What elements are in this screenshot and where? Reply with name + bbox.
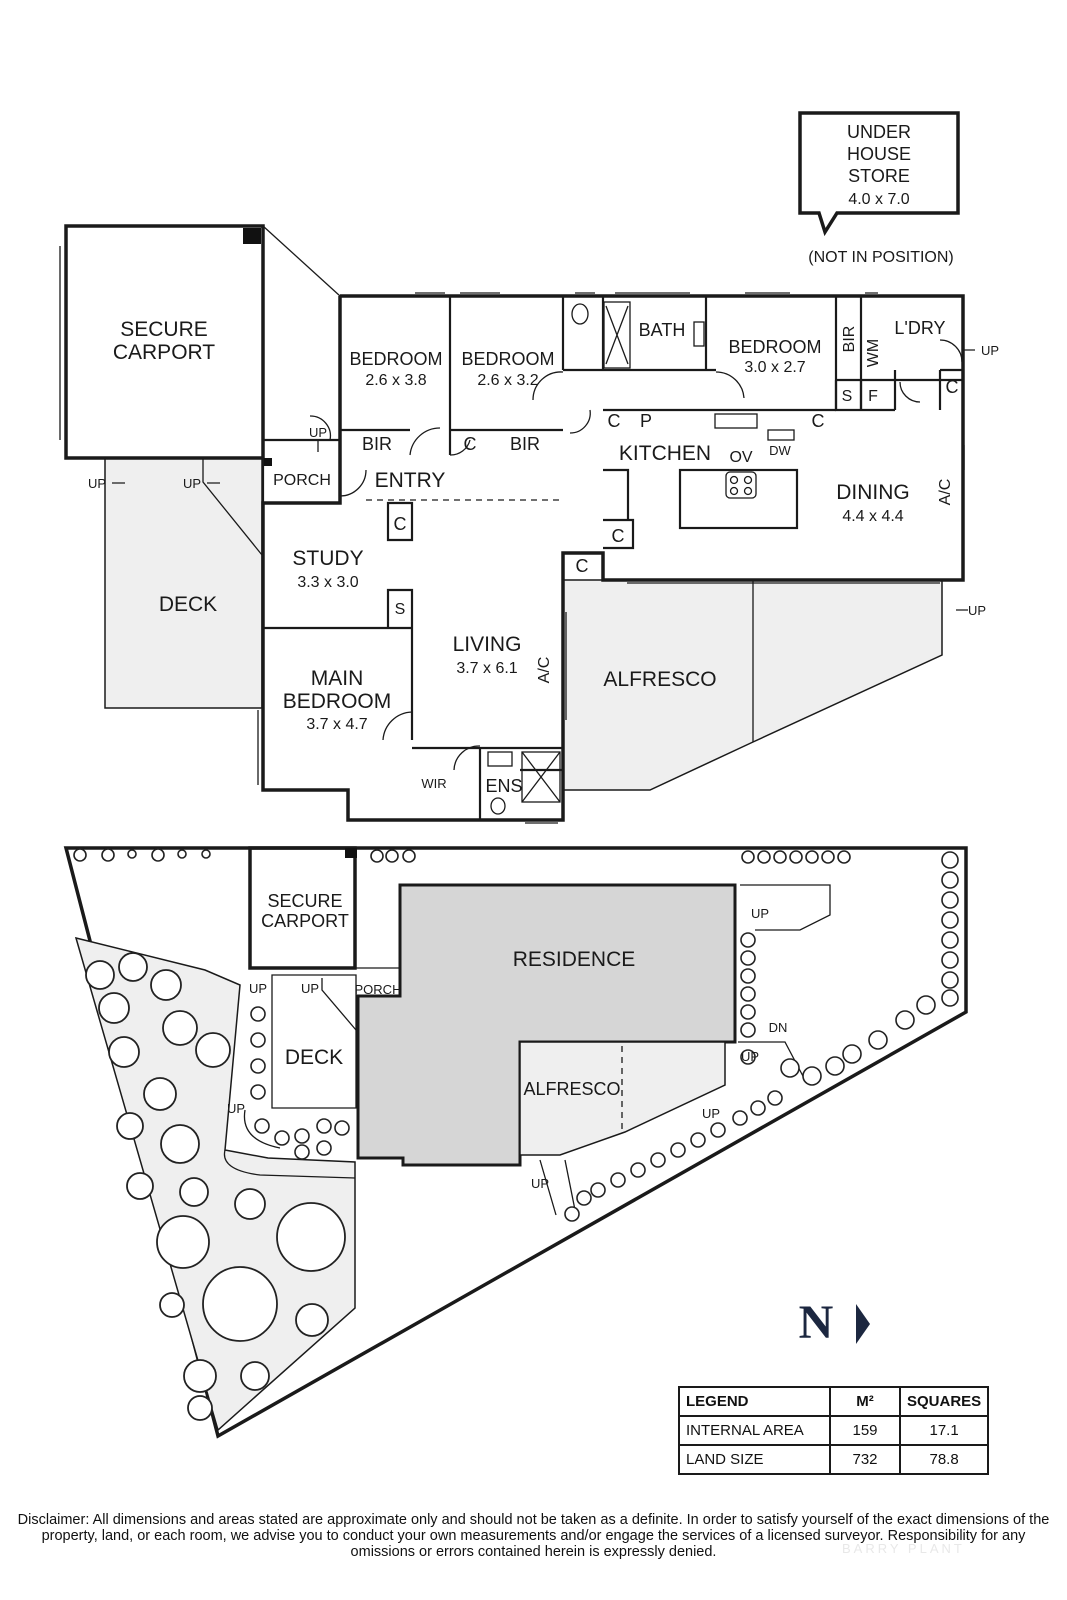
carport-label-2: CARPORT xyxy=(113,341,215,364)
storage-label: S xyxy=(395,601,406,618)
cupboard-label-1: C xyxy=(464,434,477,454)
study-size: 3.3 x 3.0 xyxy=(297,574,358,591)
cupboard-label-6: C xyxy=(576,556,589,576)
laundry-label: L'DRY xyxy=(894,318,945,338)
wir-label: WIR xyxy=(421,776,446,791)
legend-row-m2: 732 xyxy=(829,1444,901,1475)
legend-header-row: LEGEND M² SQUARES xyxy=(678,1386,990,1417)
legend-row-squares: 17.1 xyxy=(898,1415,990,1446)
store-label-3: STORE xyxy=(848,166,910,186)
site-dn: DN xyxy=(769,1020,788,1035)
cupboard-label-2: C xyxy=(394,514,407,534)
site-up-7: UP xyxy=(531,1176,549,1191)
up-label-1: UP xyxy=(88,476,106,491)
under-house-store: UNDER HOUSE STORE 4.0 x 7.0 (NOT IN POSI… xyxy=(798,111,960,266)
legend-row-label: LAND SIZE xyxy=(678,1444,831,1475)
dining-name: DINING xyxy=(836,481,910,504)
cupboard-label-5: C xyxy=(612,526,625,546)
site-carport-label-2: CARPORT xyxy=(261,911,349,931)
shrub-row-right xyxy=(740,851,959,1086)
bath-label: BATH xyxy=(639,320,686,340)
ac-label-2: A/C xyxy=(536,657,553,684)
bedroom-2-size: 2.6 x 3.2 xyxy=(477,372,538,389)
north-label: N xyxy=(799,1296,834,1349)
ens-label: ENS xyxy=(485,776,522,796)
site-deck-label: DECK xyxy=(285,1046,343,1069)
wm-label: WM xyxy=(865,339,882,367)
dining-size: 4.4 x 4.4 xyxy=(842,508,903,525)
site-plan: SECURE CARPORT RESIDENCE PORCH DECK ALFR… xyxy=(63,846,968,1439)
site-carport-label-1: SECURE xyxy=(267,891,342,911)
main-bedroom-size: 3.7 x 4.7 xyxy=(306,716,367,733)
main-bedroom-name-1: MAIN xyxy=(311,667,364,690)
storage-label-2: S xyxy=(842,388,853,405)
disclaimer-text: Disclaimer: All dimensions and areas sta… xyxy=(17,1512,1050,1560)
deck-area xyxy=(104,457,263,709)
entry-label: ENTRY xyxy=(375,469,446,492)
legend-header-label: LEGEND xyxy=(678,1386,831,1417)
site-up-6: UP xyxy=(702,1106,720,1121)
north-arrow-icon xyxy=(856,1304,870,1344)
store-note: (NOT IN POSITION) xyxy=(808,249,953,266)
up-label-3: UP xyxy=(309,425,327,440)
site-alfresco-label: ALFRESCO xyxy=(523,1079,620,1099)
legend-row: INTERNAL AREA 159 17.1 xyxy=(678,1415,990,1446)
shrub-row-top xyxy=(73,848,851,864)
bedroom-3-name: BEDROOM xyxy=(728,337,821,357)
ac-label-1: A/C xyxy=(937,479,954,506)
oven-label: OV xyxy=(729,449,752,466)
bedroom-1-name: BEDROOM xyxy=(349,349,442,369)
cupboard-label-7: C xyxy=(946,377,959,397)
watermark-logo: BARRY PLANT xyxy=(842,1541,965,1556)
legend-row-squares: 78.8 xyxy=(898,1444,990,1475)
bedroom-1-size: 2.6 x 3.8 xyxy=(365,372,426,389)
site-up-3: UP xyxy=(227,1101,245,1116)
site-up-2: UP xyxy=(301,981,319,996)
bedroom-2-name: BEDROOM xyxy=(461,349,554,369)
legend-row: LAND SIZE 732 78.8 xyxy=(678,1444,990,1475)
legend-table: LEGEND M² SQUARES INTERNAL AREA 159 17.1… xyxy=(678,1386,990,1475)
legend-row-label: INTERNAL AREA xyxy=(678,1415,831,1446)
garden-trees xyxy=(85,952,346,1421)
fridge-label: F xyxy=(868,388,878,405)
cupboard-label-4: C xyxy=(812,411,825,431)
carport-label-1: SECURE xyxy=(120,318,208,341)
site-up-4: UP xyxy=(751,906,769,921)
site-up-1: UP xyxy=(249,981,267,996)
site-porch-label: PORCH xyxy=(355,982,402,997)
cupboard-label-3: C xyxy=(608,411,621,431)
study-name: STUDY xyxy=(292,547,363,570)
bir-label-2: BIR xyxy=(510,434,540,454)
store-label-2: HOUSE xyxy=(847,144,911,164)
bir-label-3: BIR xyxy=(841,326,858,353)
up-label-2: UP xyxy=(183,476,201,491)
bir-label-1: BIR xyxy=(362,434,392,454)
site-up-5: UP xyxy=(741,1049,759,1064)
store-size: 4.0 x 7.0 xyxy=(848,191,909,208)
deck-label: DECK xyxy=(159,593,217,616)
living-size: 3.7 x 6.1 xyxy=(456,660,517,677)
residence-label: RESIDENCE xyxy=(513,948,636,971)
pantry-label: P xyxy=(640,411,652,431)
legend-header-m2: M² xyxy=(829,1386,901,1417)
bedroom-3-size: 3.0 x 2.7 xyxy=(744,359,805,376)
porch-label: PORCH xyxy=(273,472,331,489)
alfresco-label: ALFRESCO xyxy=(603,668,716,691)
up-label-5: UP xyxy=(968,603,986,618)
store-label-1: UNDER xyxy=(847,122,911,142)
dishwasher-label: DW xyxy=(769,443,791,458)
shrub-row-bottom xyxy=(250,1006,783,1222)
main-bedroom-name-2: BEDROOM xyxy=(283,690,392,713)
legend-row-m2: 159 xyxy=(829,1415,901,1446)
legend-header-squares: SQUARES xyxy=(898,1386,990,1417)
kitchen-label: KITCHEN xyxy=(619,442,711,465)
up-label-4: UP xyxy=(981,343,999,358)
living-name: LIVING xyxy=(453,633,522,656)
floor-plan: SECURE CARPORT DECK PORCH ENTRY BEDROOM … xyxy=(59,224,999,824)
north-arrow: N xyxy=(799,1296,870,1349)
